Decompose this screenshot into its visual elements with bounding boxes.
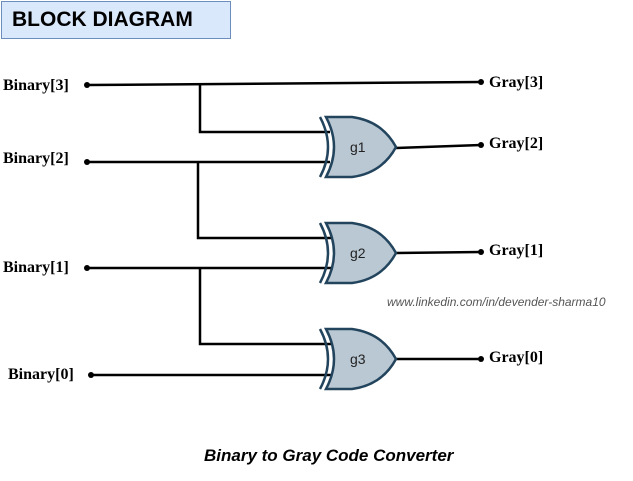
xor-gate-g1: g1 (318, 115, 398, 179)
gray2-label: Gray[2] (489, 135, 543, 152)
binary2-label: Binary[2] (3, 150, 69, 167)
xor-gate-g2: g2 (318, 221, 398, 285)
wire-g2-gray1 (395, 250, 482, 255)
wire-binary3-g1 (198, 84, 330, 134)
binary3-label: Binary[3] (3, 77, 69, 94)
page-title: BLOCK DIAGRAM (12, 8, 193, 31)
wire-binary1-g3 (198, 268, 334, 346)
title-box: BLOCK DIAGRAM (1, 1, 231, 39)
wire-g1-gray2 (395, 143, 482, 150)
diagram-caption: Binary to Gray Code Converter (204, 446, 455, 465)
gate-g3-label: g3 (350, 351, 366, 367)
watermark-text: www.linkedin.com/in/devender-sharma10 (387, 295, 606, 309)
wire-binary3-gray3 (86, 80, 482, 87)
binary0-label: Binary[0] (8, 366, 74, 383)
gate-g2-label: g2 (350, 245, 366, 261)
gate-g1-label: g1 (350, 139, 366, 155)
wire-binary2-g2 (196, 162, 331, 240)
binary1-label: Binary[1] (3, 259, 69, 276)
gray0-label: Gray[0] (489, 349, 543, 366)
gray3-label: Gray[3] (489, 74, 543, 91)
gray1-label: Gray[1] (489, 242, 543, 259)
xor-gate-g3: g3 (318, 327, 398, 391)
